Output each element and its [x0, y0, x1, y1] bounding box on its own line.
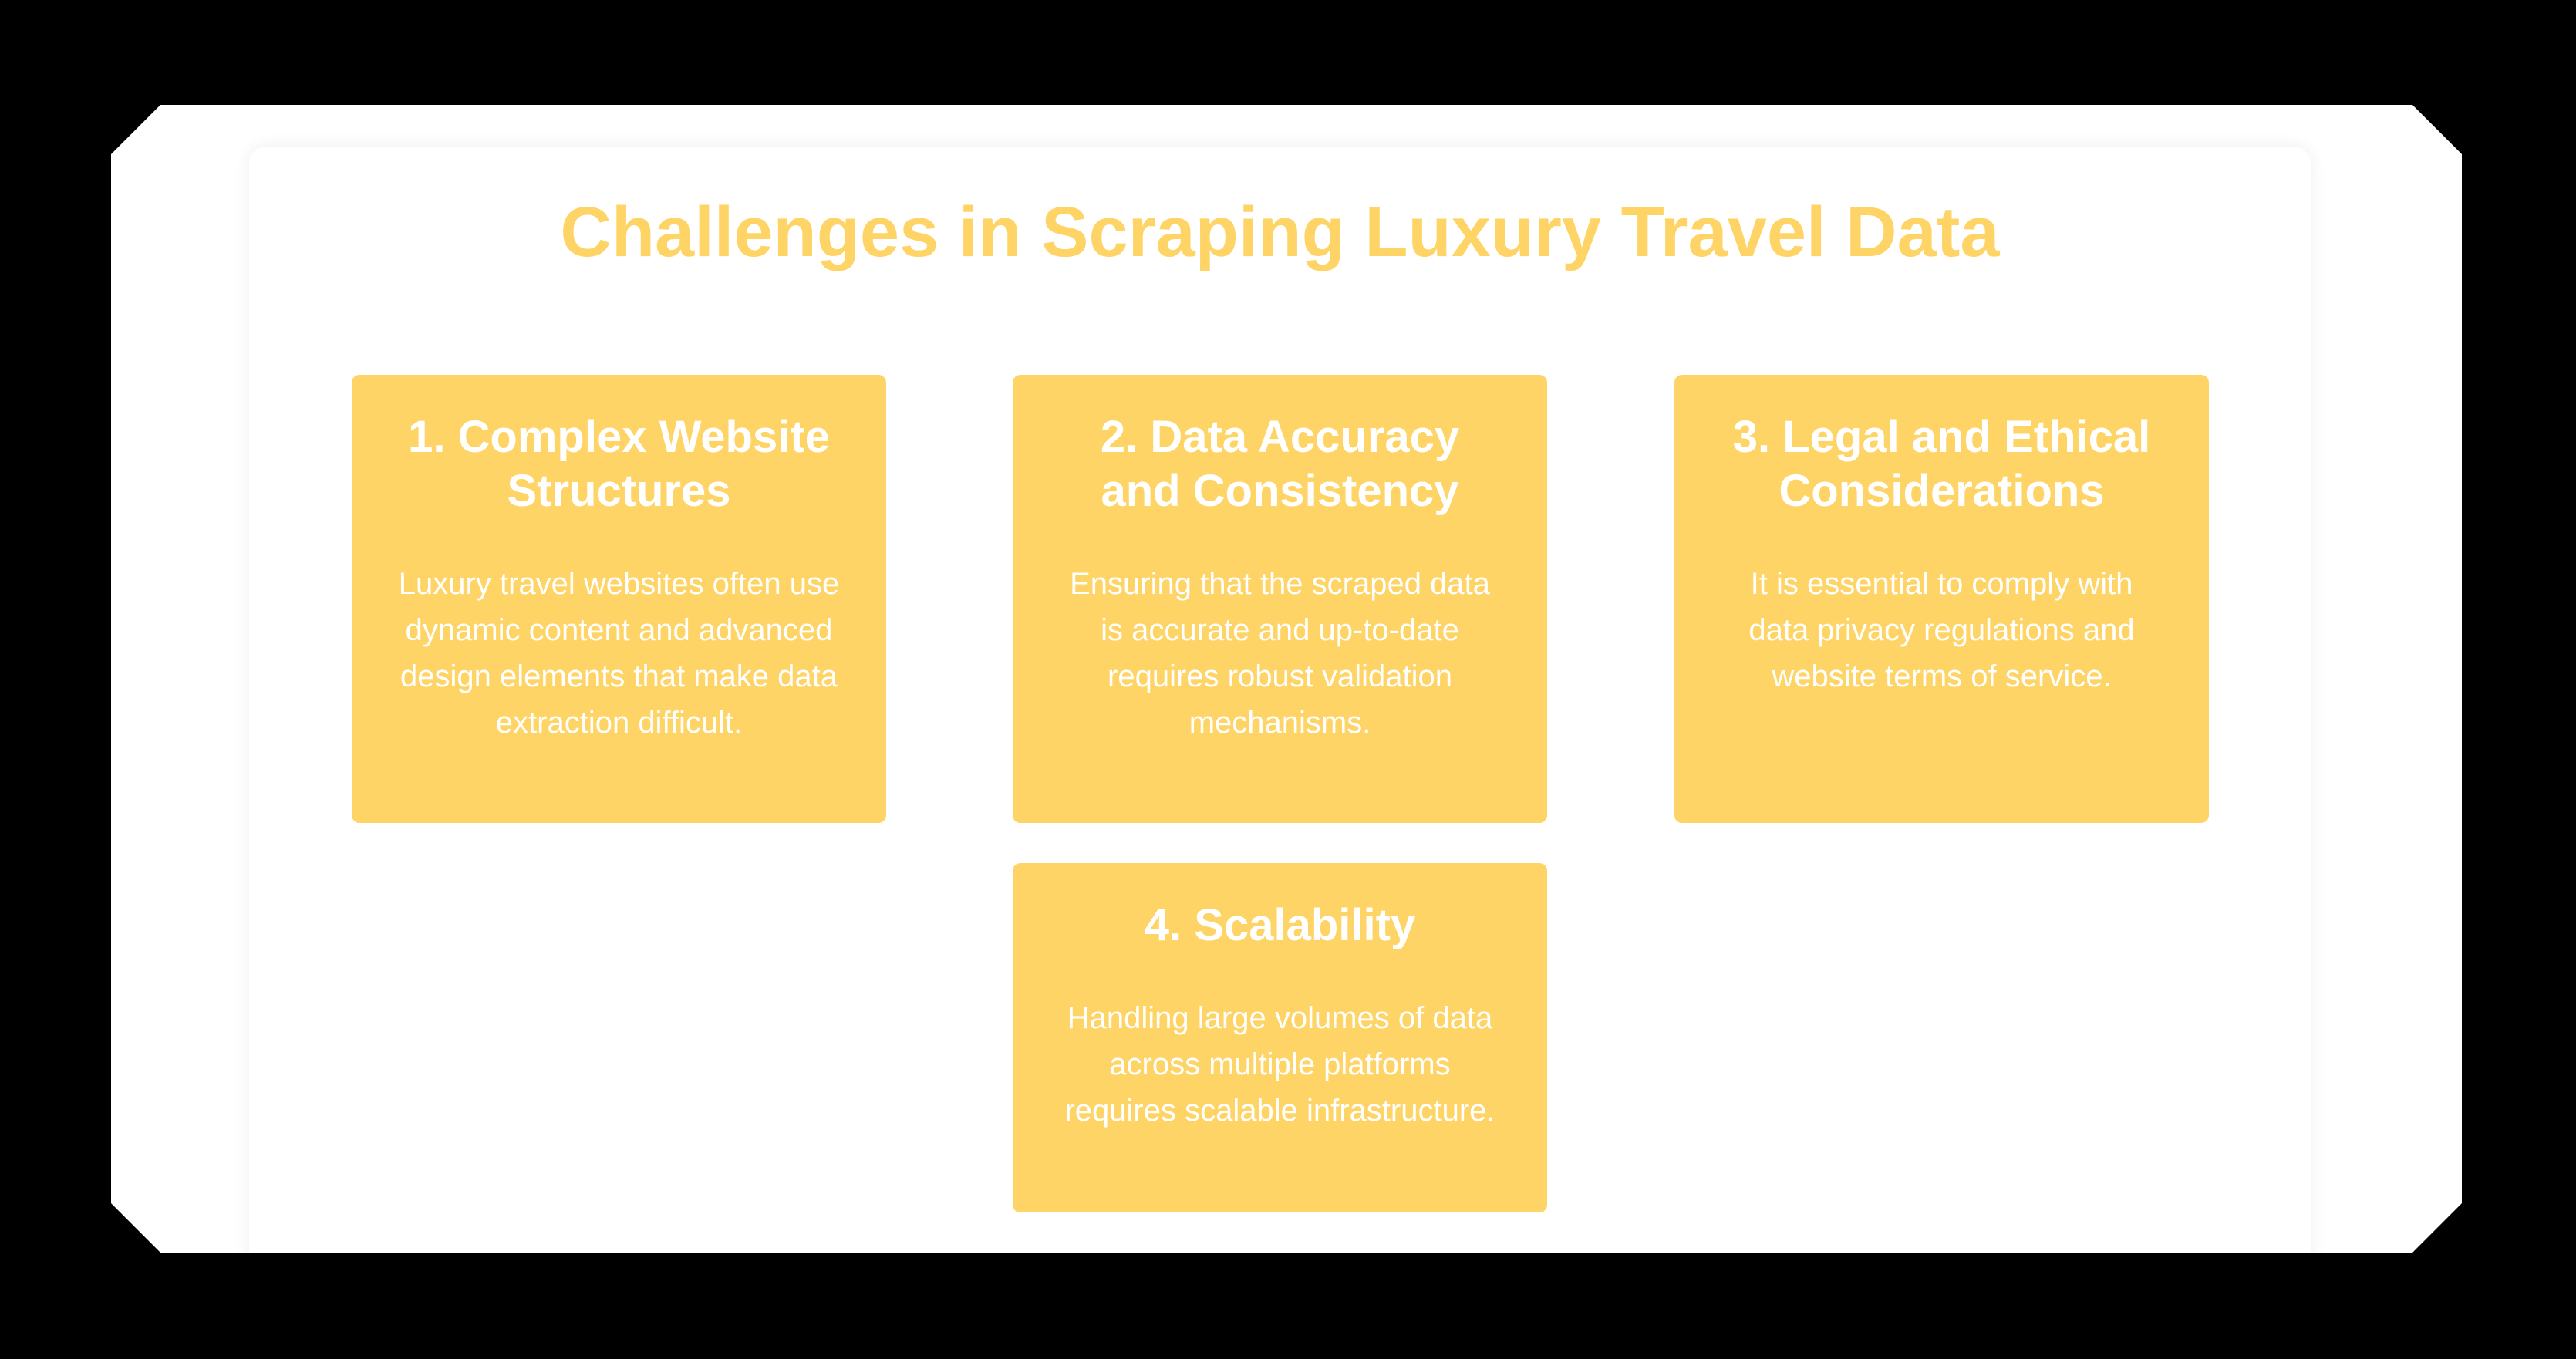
- challenge-card-data-accuracy: 2. Data Accuracy and Consistency Ensurin…: [1013, 375, 1547, 823]
- card-description: Luxury travel websites often use dynamic…: [398, 567, 840, 740]
- card-description: Handling large volumes of data across mu…: [1064, 1001, 1495, 1128]
- card-title: 2. Data Accuracy and Consistency: [1100, 412, 1460, 516]
- card-description: It is essential to comply with data priv…: [1748, 567, 2135, 693]
- challenge-card-scalability: 4. Scalability Handling large volumes of…: [1013, 863, 1547, 1212]
- card-title: 4. Scalability: [1144, 900, 1416, 950]
- section-title: Challenges in Scraping Luxury Travel Dat…: [560, 193, 2000, 271]
- page-frame: Challenges in Scraping Luxury Travel Dat…: [111, 105, 2462, 1253]
- card-description: Ensuring that the scraped data is accura…: [1070, 567, 1490, 740]
- card-title: 1. Complex Website Structures: [408, 412, 830, 516]
- challenge-card-legal-ethical: 3. Legal and Ethical Considerations It i…: [1674, 375, 2209, 823]
- card-title: 3. Legal and Ethical Considerations: [1732, 412, 2151, 516]
- challenges-section: Challenges in Scraping Luxury Travel Dat…: [249, 147, 2311, 1253]
- challenge-card-complex-website-structures: 1. Complex Website Structures Luxury tra…: [352, 375, 886, 823]
